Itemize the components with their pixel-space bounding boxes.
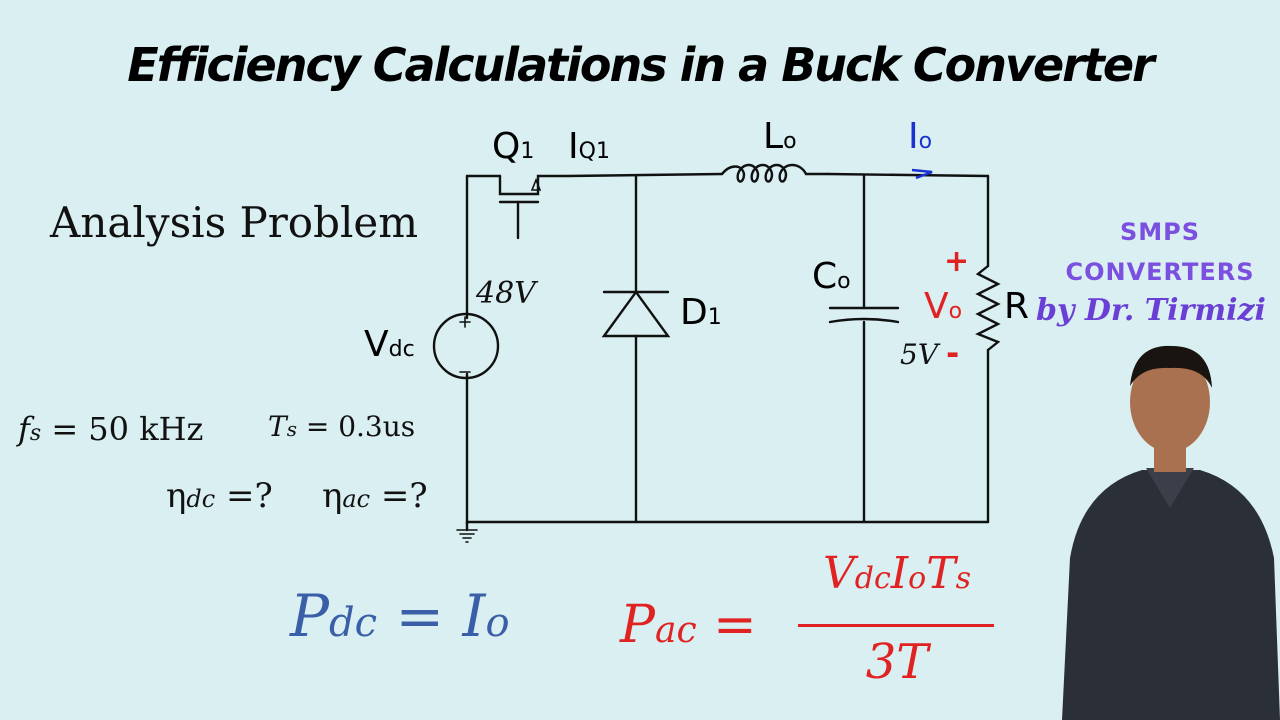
label-vdc: Vdc [364, 324, 415, 365]
label-minus: - [946, 334, 960, 372]
label-lo: Lo [763, 116, 797, 157]
fraction-bar [798, 624, 994, 627]
jacket-shape [1062, 470, 1280, 720]
wire-top-right [826, 172, 990, 178]
author-name: by Dr. Tirmizi [1036, 293, 1266, 328]
given-eta-ac: ηac =? [322, 476, 428, 516]
branding-line-1: SMPS [1119, 218, 1201, 246]
inductor-lo [720, 163, 830, 183]
label-q1: Q1 [492, 126, 535, 167]
mosfet-q1 [498, 174, 570, 240]
label-vout-value: 5V [900, 338, 939, 371]
branding-line-2: CONVERTERS [1065, 258, 1255, 286]
label-vo: Vo [924, 286, 963, 327]
label-vin-value: 48V [476, 276, 536, 311]
given-fs: fs = 50 kHz [18, 410, 204, 448]
formula-pac: Pac = [620, 595, 757, 655]
resistor-r [975, 264, 1001, 352]
voltage-source-vdc [432, 312, 500, 380]
label-plus: + [944, 244, 970, 279]
fraction-numerator: VdcIoTs [822, 548, 971, 599]
face-shape [1130, 352, 1210, 452]
fraction-denominator: 3T [865, 634, 929, 690]
hair-shape [1130, 345, 1212, 388]
diode-d1 [601, 289, 671, 338]
capacitor-co [828, 306, 900, 324]
given-eta-dc: ηdc =? [166, 476, 273, 516]
label-d1: D1 [680, 292, 722, 333]
formula-pdc: Pdc = Io [290, 582, 510, 650]
label-io: Io [908, 116, 933, 157]
subtitle: Analysis Problem [50, 198, 419, 247]
label-co: Co [812, 256, 851, 297]
page-title: Efficiency Calculations in a Buck Conver… [127, 38, 1154, 92]
presenter-photo [1062, 345, 1280, 720]
label-iq1: IQ1 [568, 126, 610, 167]
channel-branding: SMPS CONVERTERS [1050, 212, 1270, 292]
given-ts: Ts = 0.3us [268, 410, 416, 443]
wire-top-mid [566, 172, 724, 178]
current-arrow-io [911, 168, 933, 180]
ground-symbol [456, 520, 478, 543]
label-r: R [1004, 286, 1030, 327]
